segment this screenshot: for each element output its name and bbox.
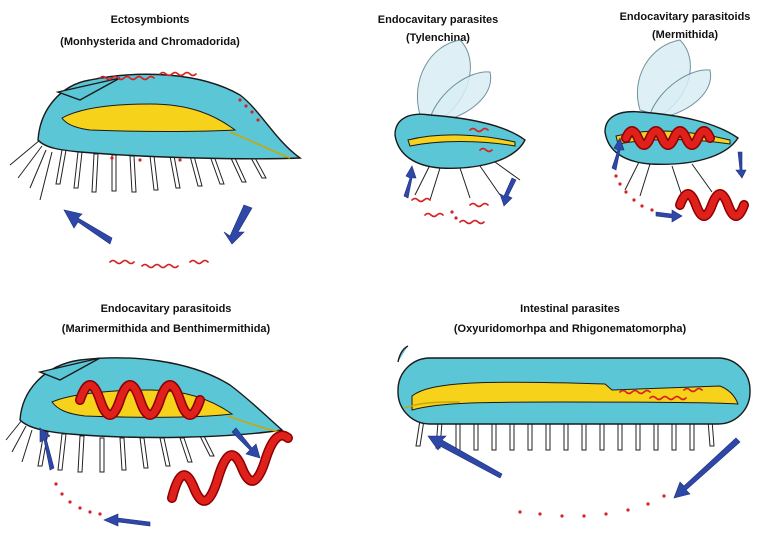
insect-legs — [625, 160, 712, 196]
panel-title: Ectosymbionts — [111, 14, 190, 26]
arrow-enter-host — [404, 166, 416, 198]
arrow-leave-host — [224, 205, 252, 244]
panel-tylenchina: Endocavitary parasites (Tylenchina) — [378, 14, 525, 224]
arrow-return-host — [64, 210, 112, 244]
panel-subtitle: (Mermithida) — [652, 29, 718, 41]
juvenile-worms — [412, 199, 488, 224]
panel-ectosymbionts: Ectosymbionts (Monhysterida and Chromado… — [10, 14, 300, 268]
host-insect — [605, 40, 738, 196]
panel-subtitle: (Marimermithida and Benthimermithida) — [62, 323, 271, 335]
panel-subtitle: (Monhysterida and Chromadorida) — [60, 36, 240, 48]
panel-title: Endocavitary parasitoids — [620, 11, 751, 23]
panel-title: Intestinal parasites — [520, 303, 620, 315]
panel-title: Endocavitary parasites — [378, 14, 498, 26]
arrow-to-juveniles — [104, 514, 150, 526]
panel-intestinal: Intestinal parasites (Oxyuridomorhpa and… — [398, 303, 750, 518]
free-living-worms — [110, 261, 208, 268]
egg-dots — [518, 494, 665, 517]
arrow-exit-host — [736, 152, 746, 178]
panel-mermithida: Endocavitary parasitoids (Mermithida) — [605, 11, 750, 222]
juvenile-dots — [614, 174, 653, 211]
arrow-enter-host — [428, 436, 502, 478]
arrow-to-free-worm — [656, 210, 682, 222]
arrow-exit-host — [500, 178, 516, 206]
host-crustacean — [10, 73, 300, 201]
host-legs — [6, 420, 32, 462]
juvenile-dots — [54, 482, 101, 515]
host-millipede — [398, 346, 750, 450]
panel-marimermithida: Endocavitary parasitoids (Marimermithida… — [6, 303, 288, 526]
panel-subtitle: (Oxyuridomorhpa and Rhigonematomorpha) — [454, 323, 687, 335]
panel-title: Endocavitary parasitoids — [101, 303, 232, 315]
arrow-exit-host — [674, 438, 740, 498]
